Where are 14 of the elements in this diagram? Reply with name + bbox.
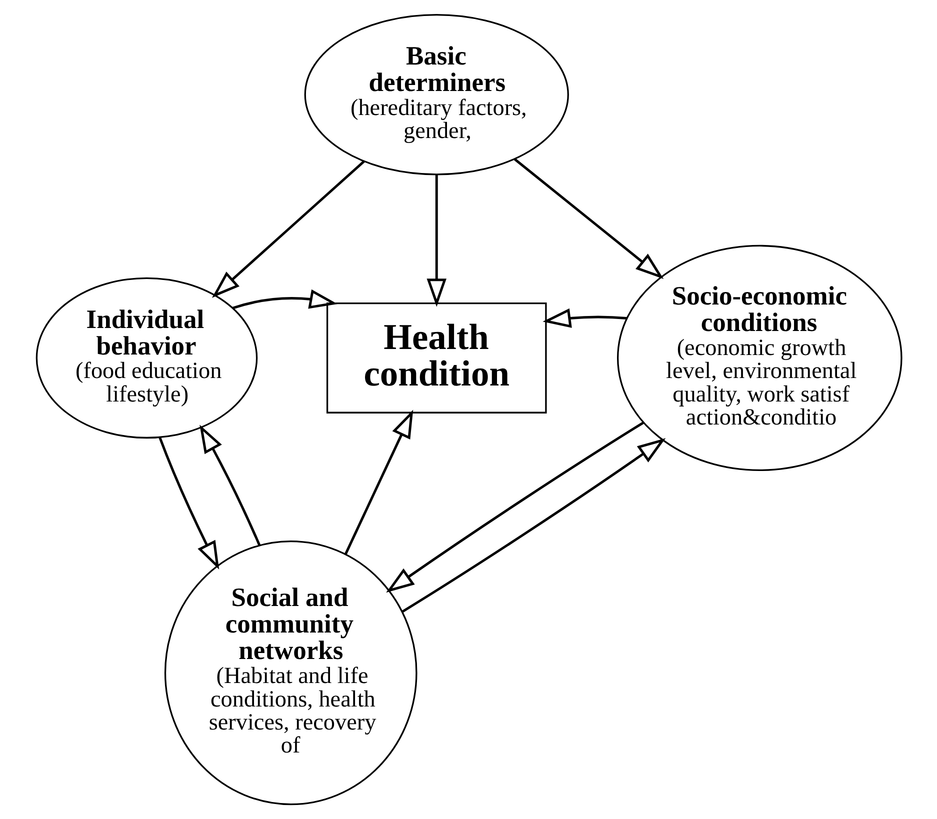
arrow bbox=[199, 424, 260, 546]
arrow bbox=[426, 174, 446, 307]
arrow bbox=[386, 422, 644, 593]
arrow bbox=[232, 289, 338, 310]
arrow bbox=[344, 410, 413, 555]
arrow bbox=[158, 437, 219, 570]
arrow bbox=[401, 438, 666, 613]
node-ellipse: Socio-economic conditions (economic growth level, environmental quality, work satisfaction&conditio bbox=[616, 244, 902, 472]
arrow bbox=[514, 158, 664, 280]
node-ellipse: Basic determiners (hereditary factors, gender, bbox=[304, 14, 568, 176]
arrow bbox=[542, 308, 626, 328]
node-box: Health condition bbox=[326, 302, 546, 414]
arrow bbox=[211, 160, 365, 298]
node-ellipse: Individual behavior (food education lifestyle) bbox=[35, 277, 258, 439]
